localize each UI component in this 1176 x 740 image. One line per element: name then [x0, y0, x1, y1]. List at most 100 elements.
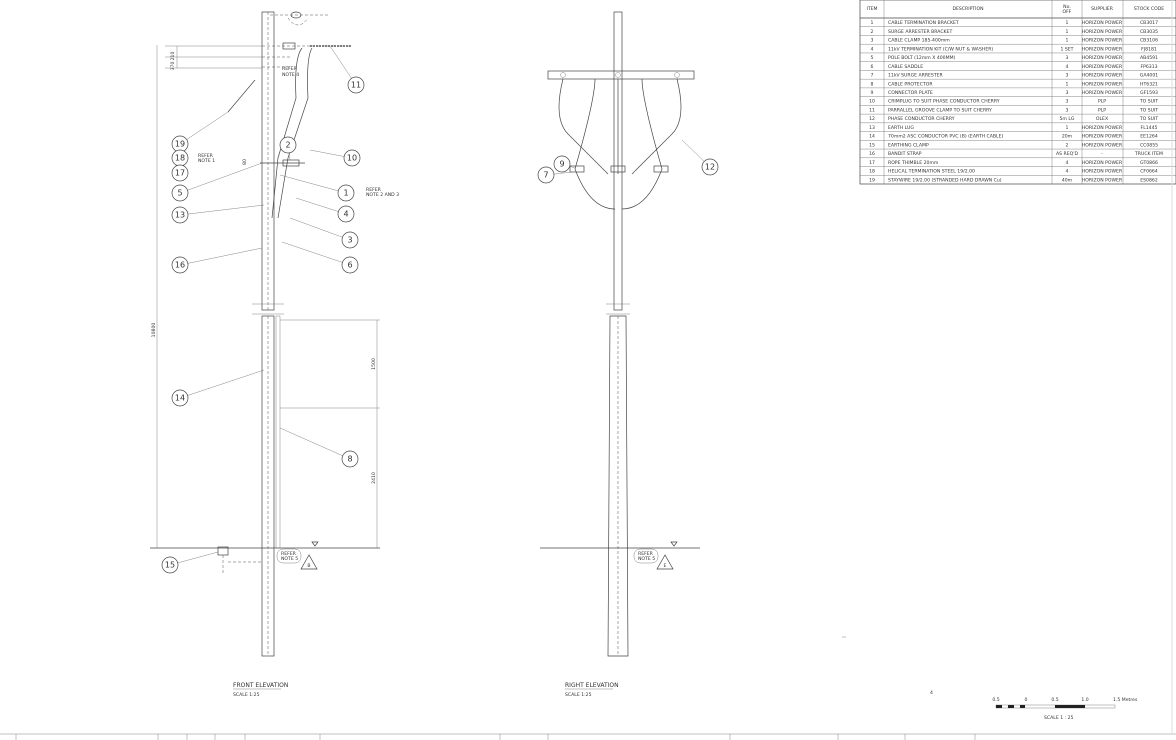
callout-number: 2	[285, 141, 290, 150]
cell-supplier: OLEX	[1096, 116, 1108, 122]
cell-qty: 3	[1066, 55, 1069, 61]
refer-note-4-line1: REFER	[282, 66, 298, 72]
cell-stock: FJ8181	[1141, 46, 1157, 52]
callout-number: 16	[175, 261, 185, 270]
cell-qty: 4	[1066, 169, 1069, 175]
cell-stock: GF1593	[1140, 90, 1158, 96]
cell-description: CRIMPLUG TO SUIT PHASE CONDUCTOR CHERRY	[888, 99, 1000, 105]
callout-3: 3	[289, 217, 359, 249]
callout-1: 1	[279, 174, 355, 202]
callout-number: 18	[175, 154, 185, 163]
cell-supplier: HORIZON POWER	[1082, 73, 1123, 79]
cell-item: 9	[871, 90, 874, 96]
callout-15: 15	[161, 551, 219, 574]
cell-supplier: HORIZON POWER	[1082, 142, 1123, 148]
cell-description: 11kV SURGE ARRESTER	[888, 73, 944, 79]
cell-supplier: HORIZON POWER	[1082, 134, 1123, 140]
callout-14: 14	[171, 369, 265, 407]
cell-item: 15	[869, 142, 875, 148]
callout-number: 15	[165, 561, 175, 570]
cell-qty: 1	[1066, 125, 1069, 131]
cell-supplier: HORIZON POWER	[1082, 90, 1123, 96]
crossarm	[547, 70, 695, 80]
callout-17: 17	[171, 164, 189, 182]
callout-number: 1	[343, 189, 348, 198]
cell-item: 13	[869, 125, 875, 131]
cell-qty: 3	[1066, 73, 1069, 79]
cell-description: 11kV TERMINATION KIT (C/W NUT & WASHER)	[888, 46, 993, 52]
cell-stock: AB4591	[1140, 55, 1158, 61]
cell-item: 1	[871, 20, 874, 26]
scale-tick-4: 1.5 Metres	[1113, 697, 1138, 703]
callout-number: 10	[347, 154, 357, 163]
cell-description: ROPE THIMBLE 20mm	[888, 160, 939, 166]
callout-number: 12	[705, 163, 715, 172]
refer-note-1-line2: NOTE 1	[198, 158, 215, 164]
cell-stock: FP6313	[1140, 64, 1157, 70]
cell-stock: CB3017	[1140, 20, 1158, 26]
cell-item: 19	[869, 177, 875, 183]
callout-2: 2	[279, 136, 297, 161]
section-marker-b: B	[307, 563, 310, 569]
cell-item: 2	[871, 29, 874, 35]
callout-number: 19	[175, 140, 185, 149]
cell-description: CABLE TERMINATION BRACKET	[888, 20, 959, 26]
callout-13: 13	[171, 204, 265, 224]
cell-qty: 1	[1066, 29, 1069, 35]
cell-description: BANDIT STRAP	[888, 151, 922, 157]
callout-number: 13	[175, 211, 185, 220]
callout-number: 8	[347, 455, 352, 464]
cell-stock: CB3035	[1140, 29, 1158, 35]
section-marker-e: E	[664, 563, 667, 569]
cell-description: EARTHING CLAMP	[888, 142, 929, 148]
table-row: 10 CRIMPLUG TO SUIT PHASE CONDUCTOR CHERR…	[869, 99, 1158, 105]
cell-item: 14	[869, 134, 875, 140]
cell-stock: FL1445	[1141, 125, 1158, 131]
dim-1500: 1500	[371, 358, 377, 370]
callout-10: 10	[309, 149, 361, 167]
callout-8: 8	[279, 427, 359, 468]
cell-description: SURGE ARRESTER BRACKET	[888, 29, 952, 35]
cell-stock: GA4001	[1140, 73, 1158, 79]
header-qty-2: OFF	[1063, 9, 1072, 15]
callout-number: 4	[343, 210, 348, 219]
cell-item: 12	[869, 116, 875, 122]
bill-of-materials-table: ITEM DESCRIPTION No. OFF SUPPLIER STOCK …	[859, 0, 1176, 185]
cell-supplier: HORIZON POWER	[1082, 64, 1123, 70]
cell-item: 8	[871, 81, 874, 87]
callout-number: 9	[559, 160, 564, 169]
cell-stock: TO SUIT	[1139, 107, 1159, 113]
cell-qty: 20m	[1062, 134, 1073, 140]
scale-tick-0: 0.5	[992, 697, 999, 703]
cell-stock: GT0866	[1140, 160, 1158, 166]
cell-qty: 1 SET	[1060, 46, 1073, 52]
callout-number: 3	[347, 236, 352, 245]
cell-stock: EE1264	[1140, 134, 1158, 140]
refer-note-5-line1: REFER	[638, 551, 654, 557]
refer-note-5-line2: NOTE 5	[281, 556, 298, 562]
cell-supplier: HORIZON POWER	[1082, 29, 1123, 35]
refer-note-2-3-line1: REFER	[366, 187, 382, 193]
cell-supplier: HORIZON POWER	[1082, 38, 1123, 44]
callout-number: 7	[543, 171, 548, 180]
pole-lower	[607, 315, 629, 657]
cell-description: CABLE CLAMP 185-400mm	[888, 38, 950, 44]
cell-stock: TO SUIT	[1139, 99, 1159, 105]
cell-qty: 2	[1066, 142, 1069, 148]
cell-item: 17	[869, 160, 875, 166]
cell-qty: 4	[1066, 64, 1069, 70]
callout-12: 12	[681, 139, 719, 176]
cell-supplier: HORIZON POWER	[1082, 81, 1123, 87]
cell-stock: ES0862	[1140, 177, 1158, 183]
cell-stock: TO SUIT	[1139, 116, 1159, 122]
cell-qty: 40m	[1062, 177, 1073, 183]
cell-item: 10	[869, 99, 875, 105]
cell-stock: CF0664	[1140, 169, 1158, 175]
